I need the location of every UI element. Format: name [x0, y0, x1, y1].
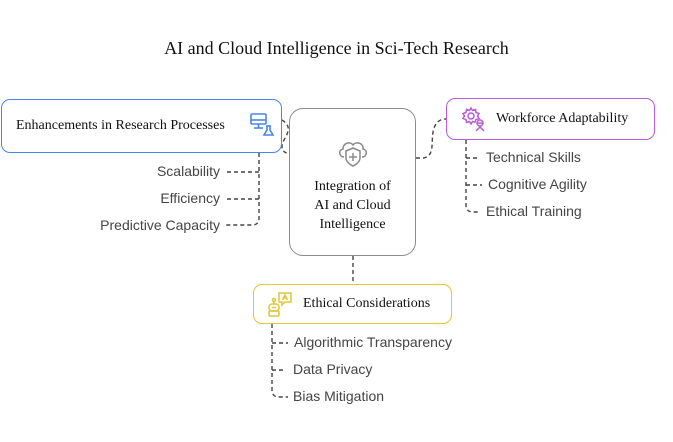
leaf-data-privacy: Data Privacy [293, 361, 373, 377]
diagram-title: AI and Cloud Intelligence in Sci-Tech Re… [164, 38, 509, 58]
leaf-technical-skills: Technical Skills [486, 149, 581, 165]
leaf-bias-mitigation: Bias Mitigation [293, 388, 385, 404]
leaf-predictive-capacity: Predictive Capacity [100, 217, 220, 233]
leaf-cognitive-agility: Cognitive Agility [488, 176, 587, 192]
center-node[interactable]: Integration of AI and Cloud Intelligence [289, 108, 416, 256]
connector-left-trunk [226, 153, 260, 226]
node-workforce-adaptability-label: Workforce Adaptability [496, 111, 629, 126]
node-ethical-considerations-label: Ethical Considerations [303, 296, 431, 311]
robot-chat-icon [268, 292, 292, 317]
center-label-line-3: Intelligence [319, 217, 386, 232]
leaf-ethical-training: Ethical Training [486, 203, 582, 219]
cloud-shield-icon [339, 142, 367, 167]
leaf-efficiency: Efficiency [160, 190, 220, 206]
computer-lab-icon [250, 113, 275, 136]
gear-worker-icon [461, 106, 485, 132]
connector-right-trunk [465, 140, 480, 213]
connector-center-right [416, 118, 447, 159]
leaf-algorithmic-transparency: Algorithmic Transparency [294, 334, 452, 350]
connector-left-center [281, 119, 290, 155]
leaf-scalability: Scalability [156, 163, 220, 179]
node-research-processes[interactable]: Enhancements in Research Processes [1, 99, 282, 153]
center-label-line-1: Integration of [314, 179, 391, 194]
node-research-processes-label: Enhancements in Research Processes [16, 118, 225, 133]
node-workforce-adaptability[interactable]: Workforce Adaptability [446, 98, 655, 140]
center-label-line-2: AI and Cloud [314, 198, 391, 213]
node-ethical-considerations[interactable]: Ethical Considerations [253, 284, 452, 324]
connector-bottom-trunk [271, 324, 288, 398]
